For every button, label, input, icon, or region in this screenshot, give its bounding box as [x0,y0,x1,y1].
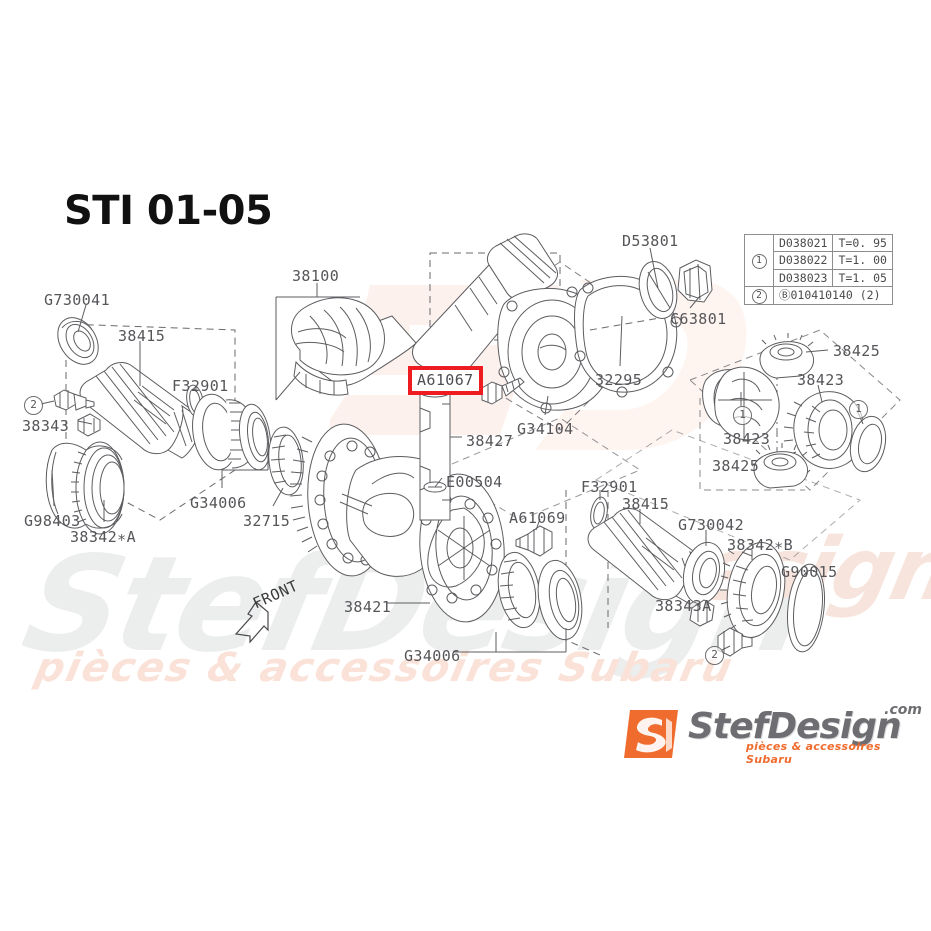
table-row: 1 D038021 T=0. 95 [744,233,893,288]
spec-index-1: 1 [744,233,774,288]
part-label-38100[interactable]: 38100 [292,267,340,285]
part-label-G90015[interactable]: G90015 [781,563,838,581]
part-label-38425-bottom[interactable]: 38425 [712,457,760,475]
circled-ref-2-left: 2 [24,396,43,415]
table-row: 2 Ⓑ010410140 (2) [744,286,893,306]
part-label-38342B[interactable]: 38342∗B [727,536,794,554]
part-label-C63801[interactable]: C63801 [670,310,727,328]
part-label-38343[interactable]: 38343 [22,417,70,435]
part-label-38415-right[interactable]: 38415 [622,495,670,513]
speedometer-gear-38342A [45,441,125,535]
part-label-38343A[interactable]: 38343A [655,597,712,615]
spec-part: D038022 [772,251,834,270]
part-label-D53801[interactable]: D53801 [622,232,679,250]
thickness-spec-table: 1 D038021 T=0. 95 D038022 T=1. 00 D03802… [744,233,893,306]
side-gear-cluster-38423 [702,333,887,489]
spec-part: D038023 [772,268,834,288]
part-label-32295[interactable]: 32295 [595,371,643,389]
part-label-G98403[interactable]: G98403 [24,512,81,530]
front-direction-arrow [234,601,269,644]
logo-wordmark: StefDesign [688,706,902,747]
part-label-38421[interactable]: 38421 [344,598,392,616]
bolt-A61067 [481,377,525,405]
spec-value: T=1. 05 [832,268,893,288]
spec-value: T=0. 95 [832,233,893,253]
part-label-38423-left[interactable]: 38423 [723,430,771,448]
oil-seal-G730041 [57,317,99,365]
part-label-G34006-right[interactable]: G34006 [404,647,461,665]
spec-index-2: 2 [744,286,774,306]
circled-ref-1-right: 1 [849,400,868,419]
bolt-38343 [53,389,101,437]
oil-seal-D53801 [638,261,678,319]
leader-lines [40,247,864,653]
bearing-G34006-right [497,551,583,641]
part-label-38342A[interactable]: 38342∗A [70,528,137,546]
part-label-G730042[interactable]: G730042 [678,516,745,534]
part-label-G34104[interactable]: G34104 [517,420,574,438]
logo-tagline: pièces & accessoires Subaru [746,740,881,766]
snap-ring-F32901-right [590,496,608,530]
part-label-G730041[interactable]: G730041 [44,291,111,309]
oil-seal-G730042 [682,541,726,605]
table-row: D038023 T=1. 05 [745,268,893,288]
part-label-F32901-left[interactable]: F32901 [172,377,229,395]
part-label-38415-left[interactable]: 38415 [118,327,166,345]
part-label-38427[interactable]: 38427 [466,432,514,450]
bolt-A61069 [515,525,553,557]
spec-value: T=1. 00 [832,251,893,270]
part-label-E00504[interactable]: E00504 [446,473,503,491]
bearing-G34006-left [192,393,272,471]
part-label-32715[interactable]: 32715 [243,512,291,530]
differential-case-38421 [289,423,505,623]
bearing-race-32715 [268,426,304,496]
part-label-F32901-right[interactable]: F32901 [581,478,638,496]
logo-badge-icon [624,710,678,758]
lock-nut-C63801 [677,259,713,303]
stefdesign-logo[interactable]: StefDesign .com pièces & accessoires Sub… [622,702,922,766]
part-label-A61069[interactable]: A61069 [509,509,566,527]
spec-part: Ⓑ010410140 (2) [773,286,893,306]
spec-part: D038021 [772,233,834,253]
circled-ref-2-right: 2 [705,646,724,665]
drive-pinion-38100 [291,233,559,396]
speedometer-gear-38342B [720,541,786,640]
part-label-G34006-left[interactable]: G34006 [190,494,247,512]
part-label-A61067-selected[interactable]: A61067 [408,366,483,395]
page-title: STI 01-05 [64,188,273,234]
circled-ref-1-mid: 1 [733,406,752,425]
part-label-38425-top[interactable]: 38425 [833,342,881,360]
pinion-shaft-38427 [419,386,451,521]
part-label-38423-right[interactable]: 38423 [797,371,845,389]
logo-tld: .com [884,702,922,718]
oring-G90015 [787,563,825,653]
